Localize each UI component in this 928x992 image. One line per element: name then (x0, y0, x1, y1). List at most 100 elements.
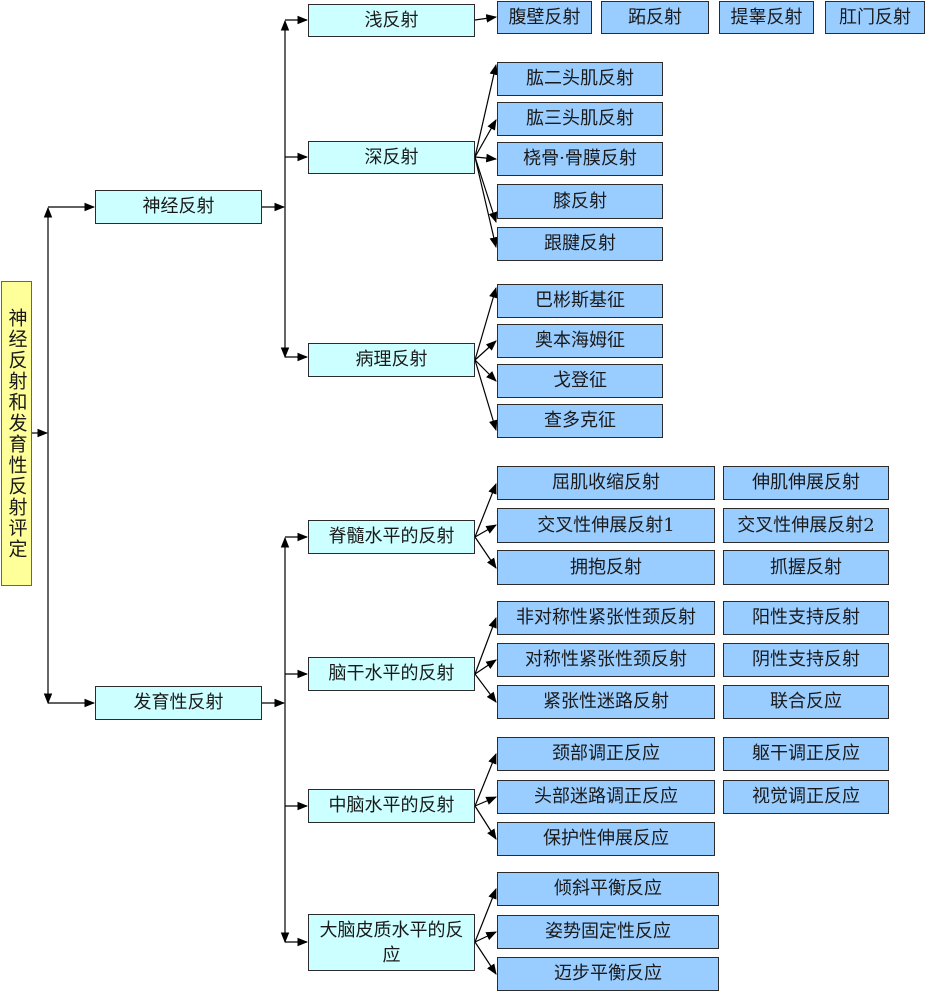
leaf-label: 戈登征 (553, 370, 607, 391)
leaf-node: 交叉性伸展反射2 (723, 508, 889, 543)
connector-arrow (474, 941, 497, 975)
connector-arrow (474, 752, 497, 807)
leaf-label: 肛门反射 (839, 6, 911, 28)
connector-arrow (474, 805, 497, 840)
leaf-label: 颈部调正反应 (552, 743, 660, 764)
connector-arrow (474, 359, 498, 432)
leaf-label: 桡骨·骨膜反射 (523, 148, 637, 169)
connector-arrow (474, 524, 497, 538)
leaf-label: 倾斜平衡反应 (554, 878, 662, 899)
leaf-label: 对称性紧张性颈反射 (525, 649, 687, 670)
connector-arrow (474, 156, 498, 224)
leaf-node: 巴彬斯基征 (497, 284, 663, 318)
leaf-label: 交叉性伸展反射1 (537, 514, 675, 536)
leaf-node: 视觉调正反应 (723, 780, 889, 814)
leaf-node: 抓握反射 (723, 550, 889, 585)
leaf-label: 奥本海姆征 (535, 330, 625, 351)
leaf-node: 奥本海姆征 (497, 324, 663, 358)
leaf-node: 联合反应 (723, 685, 889, 719)
leaf-node: 肱二头肌反射 (497, 62, 663, 96)
leaf-node: 阴性支持反射 (723, 643, 889, 677)
group-node-brainstem: 脑干水平的反射 (308, 657, 475, 691)
leaf-node: 跟腱反射 (497, 227, 663, 261)
leaf-label: 非对称性紧张性颈反射 (516, 607, 696, 628)
leaf-label: 头部迷路调正反应 (534, 786, 678, 807)
leaf-node: 腹壁反射 (497, 1, 592, 34)
connector-arrow (474, 359, 497, 382)
connector-arrow (474, 659, 497, 675)
leaf-node: 拥抱反射 (497, 550, 715, 585)
group-node-deep: 深反射 (308, 141, 475, 174)
leaf-node: 迈步平衡反应 (497, 957, 719, 991)
connector-arrow (474, 14, 498, 23)
leaf-label: 伸肌伸展反射 (752, 472, 860, 493)
leaf-node: 躯干调正反应 (723, 737, 889, 771)
leaf-node: 肛门反射 (825, 1, 925, 34)
leaf-node: 屈肌收缩反射 (497, 466, 715, 500)
branch-label: 神经反射 (142, 196, 215, 217)
leaf-label: 查多克征 (544, 410, 616, 431)
leaf-label: 紧张性迷路反射 (543, 691, 669, 712)
leaf-node: 交叉性伸展反射1 (497, 508, 715, 543)
leaf-node: 提睾反射 (719, 1, 814, 34)
leaf-node: 膝反射 (497, 184, 663, 219)
leaf-node: 伸肌伸展反射 (723, 466, 889, 500)
leaf-node: 查多克征 (497, 404, 663, 438)
group-node-superficial: 浅反射 (308, 4, 475, 37)
leaf-label: 联合反应 (770, 691, 842, 712)
branch-node-neural-reflex: 神经反射 (95, 190, 262, 224)
leaf-label: 迈步平衡反应 (554, 963, 662, 984)
leaf-label: 姿势固定性反应 (545, 921, 671, 942)
leaf-node: 肱三头肌反射 (497, 102, 663, 136)
leaf-node: 对称性紧张性颈反射 (497, 643, 715, 677)
root-label: 神经反射和发育性反射评定 (5, 307, 28, 560)
group-label: 脑干水平的反射 (328, 663, 455, 684)
group-node-cortical: 大脑皮质水平的反应 (308, 914, 475, 971)
connector-arrow (474, 156, 498, 249)
group-label: 大脑皮质水平的反应 (319, 919, 464, 966)
connector-arrow (474, 673, 497, 703)
connector-arrow (474, 340, 497, 361)
connector-arrow (474, 482, 497, 538)
connector-arrow (474, 119, 497, 158)
group-node-midbrain: 中脑水平的反射 (308, 789, 475, 823)
leaf-node: 非对称性紧张性颈反射 (497, 601, 715, 635)
leaf-label: 交叉性伸展反射2 (737, 514, 875, 536)
leaf-node: 姿势固定性反应 (497, 915, 719, 949)
leaf-label: 巴彬斯基征 (535, 290, 625, 311)
leaf-label: 跖反射 (628, 6, 682, 28)
connector-arrow (474, 153, 498, 163)
leaf-label: 肱二头肌反射 (526, 68, 634, 89)
leaf-node: 紧张性迷路反射 (497, 685, 715, 719)
group-label: 深反射 (364, 146, 419, 168)
leaf-label: 视觉调正反应 (752, 786, 860, 807)
group-label: 浅反射 (364, 9, 419, 31)
leaf-label: 躯干调正反应 (752, 743, 860, 764)
branch-label: 发育性反射 (133, 692, 224, 713)
leaf-node: 头部迷路调正反应 (497, 780, 715, 814)
leaf-label: 跟腱反射 (544, 233, 616, 254)
group-label: 病理反射 (355, 349, 428, 370)
leaf-label: 膝反射 (553, 190, 607, 212)
group-node-spinal: 脊髓水平的反射 (308, 520, 475, 554)
connector-arrow (474, 63, 499, 158)
connector-arrow (474, 887, 497, 943)
leaf-node: 保护性伸展反应 (497, 822, 715, 856)
leaf-label: 阴性支持反射 (752, 649, 860, 670)
group-label: 脊髓水平的反射 (328, 526, 455, 547)
group-node-pathological: 病理反射 (308, 343, 475, 377)
connector-arrow (474, 796, 497, 807)
leaf-node: 颈部调正反应 (497, 737, 715, 771)
leaf-label: 肱三头肌反射 (526, 108, 634, 129)
root-node: 神经反射和发育性反射评定 (1, 281, 32, 586)
leaf-label: 腹壁反射 (508, 6, 581, 28)
leaf-label: 提睾反射 (730, 6, 803, 28)
leaf-node: 倾斜平衡反应 (497, 872, 719, 906)
connector-arrow (474, 286, 498, 361)
leaf-label: 屈肌收缩反射 (552, 472, 660, 493)
leaf-label: 抓握反射 (770, 556, 842, 578)
leaf-label: 阳性支持反射 (752, 607, 860, 628)
group-label: 中脑水平的反射 (328, 795, 455, 816)
